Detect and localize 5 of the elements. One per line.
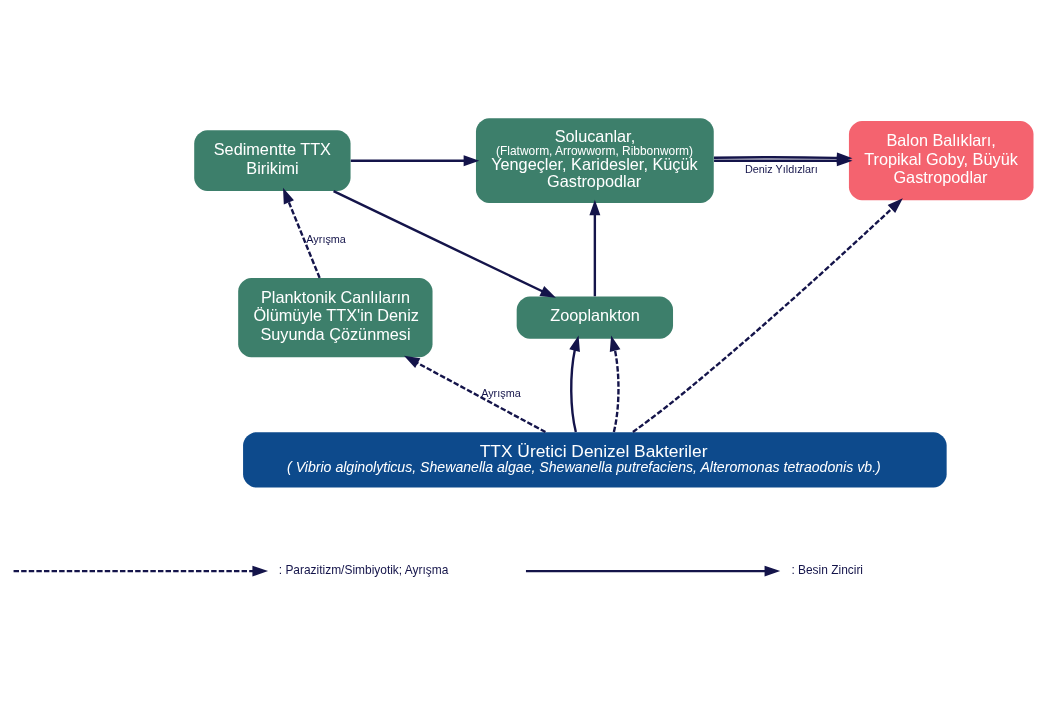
legend-label: : Besin Zinciri — [791, 563, 864, 578]
legend-label: : Parazitizm/Simbiyotik; Ayrışma — [278, 563, 449, 578]
edge-label: Ayrışma — [306, 233, 346, 246]
edge-label: Deniz Yıldızları — [744, 162, 818, 175]
edge-label: Ayrışma — [481, 387, 521, 400]
